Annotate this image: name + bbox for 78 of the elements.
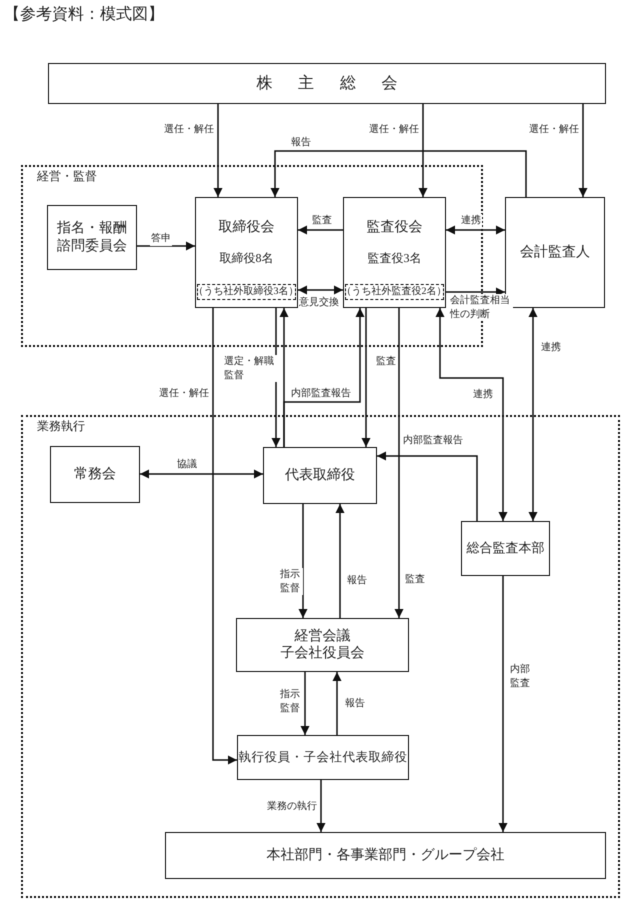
arrow: [298, 226, 343, 234]
edge-label: 報告: [346, 574, 368, 588]
arrow: [377, 452, 478, 521]
edge-label: 答申: [150, 232, 172, 246]
edge-label: 連携: [472, 388, 494, 402]
dashed-box: [344, 284, 444, 300]
edge-label: 連携: [540, 341, 562, 354]
arrow: [446, 226, 505, 234]
box-label: 常務会: [74, 466, 116, 484]
group-label: 経営・監督: [37, 169, 97, 184]
arrow: [418, 104, 428, 197]
edge-label: 監査: [375, 355, 397, 368]
arrow: [436, 308, 508, 521]
edge-label: 内部監査報告: [290, 387, 352, 400]
arrow: [336, 504, 344, 618]
arrow: [316, 780, 326, 832]
arrow: [270, 150, 527, 197]
edge-label: 業務の執行: [266, 800, 318, 814]
arrow: [578, 104, 588, 197]
edge-label: 意見交換: [298, 296, 340, 310]
box-subtext: 子会社役員会: [280, 645, 364, 662]
arrow: [362, 308, 370, 447]
process-box: [461, 521, 550, 576]
arrow: [140, 470, 263, 478]
arrow: [394, 308, 404, 618]
arrow: [498, 576, 508, 832]
edge-label: 連携: [460, 214, 482, 228]
box-label: 監査役会: [366, 219, 422, 237]
edge-label: 監査: [404, 573, 426, 586]
box-label: 総合監査本部: [466, 540, 544, 557]
group-label: 業務執行: [37, 419, 85, 434]
edge-label: 指示監督: [279, 688, 303, 715]
box-subtext: 監査役3名: [368, 250, 422, 266]
box-label: 経営会議: [294, 628, 350, 645]
group-region: [21, 415, 620, 898]
box-label: 代表取締役: [285, 466, 355, 484]
arrow: [332, 672, 342, 735]
process-box: [195, 197, 298, 308]
box-label: 株主総会: [256, 74, 423, 94]
process-box: [263, 447, 377, 504]
box-label: 指名・報酬諮問委員会: [56, 220, 128, 255]
box-label: 取締役会: [218, 219, 274, 237]
arrow: [283, 308, 364, 447]
box-subtext: 取締役8名: [220, 250, 274, 266]
edge-label: 選任・解任: [528, 123, 580, 136]
edge-label: 指示監督: [279, 568, 303, 595]
process-box: [343, 197, 446, 308]
edge-label: 選任・解任: [158, 387, 210, 400]
box-label: 執行役員・子会社代表取締役: [238, 750, 408, 766]
edge-label: 選任・解任: [163, 123, 215, 136]
box-label: 本社部門・各事業部門・グループ会社: [266, 846, 504, 864]
edge-label: 会計監査相当性の判断: [449, 294, 513, 321]
box-label: 会計監査人: [520, 244, 590, 262]
edge-label: 監査: [311, 214, 333, 228]
process-box: [165, 832, 606, 879]
process-box: [50, 446, 140, 503]
edge-label: 内部監査報告: [402, 434, 464, 448]
arrow: [528, 308, 538, 521]
process-box: [47, 205, 137, 270]
edge-label: 選任・解任: [368, 123, 420, 136]
edge-label: 選定・解職監督: [223, 355, 277, 382]
edge-label: 協議: [176, 458, 198, 472]
edge-label: 報告: [290, 136, 312, 150]
process-box: [237, 735, 409, 780]
edge-label: 報告: [344, 697, 366, 710]
arrow: [212, 308, 237, 764]
arrow: [446, 288, 505, 296]
box-label: （うち社外取締役3名）: [194, 286, 298, 298]
arrow: [137, 242, 195, 250]
arrow: [300, 672, 310, 735]
process-box: [48, 63, 606, 104]
page-title: 【参考資料：模式図】: [4, 4, 164, 25]
box-label: （うち社外監査役2名）: [342, 286, 446, 298]
dashed-box: [196, 284, 296, 300]
process-box: [236, 618, 409, 672]
arrow: [298, 504, 308, 618]
arrow: [214, 104, 222, 197]
arrow: [298, 286, 343, 294]
